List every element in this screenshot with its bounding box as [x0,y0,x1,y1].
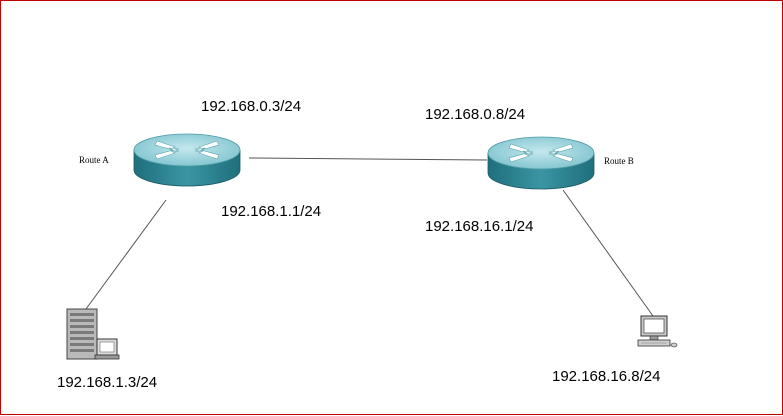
router-a-lan-ip: 192.168.1.1/24 [221,203,322,220]
router-b-lan-ip: 192.168.16.1/24 [425,218,534,235]
router-icon [487,136,595,190]
router-icon [133,133,241,187]
link-router-a-router-b [248,157,488,161]
link-router-b-workstation [562,189,654,317]
router-a-label: Route A [79,155,109,165]
workstation-ip: 192.168.16.8/24 [552,368,661,385]
workstation-icon [637,315,678,348]
router-a-wan-ip: 192.168.0.3/24 [201,98,302,115]
link-router-a-server [85,199,167,310]
router-b-wan-ip: 192.168.0.8/24 [425,106,526,123]
server-ip: 192.168.1.3/24 [57,374,158,391]
router-b-label: Route B [604,156,634,166]
server-icon [66,308,120,360]
